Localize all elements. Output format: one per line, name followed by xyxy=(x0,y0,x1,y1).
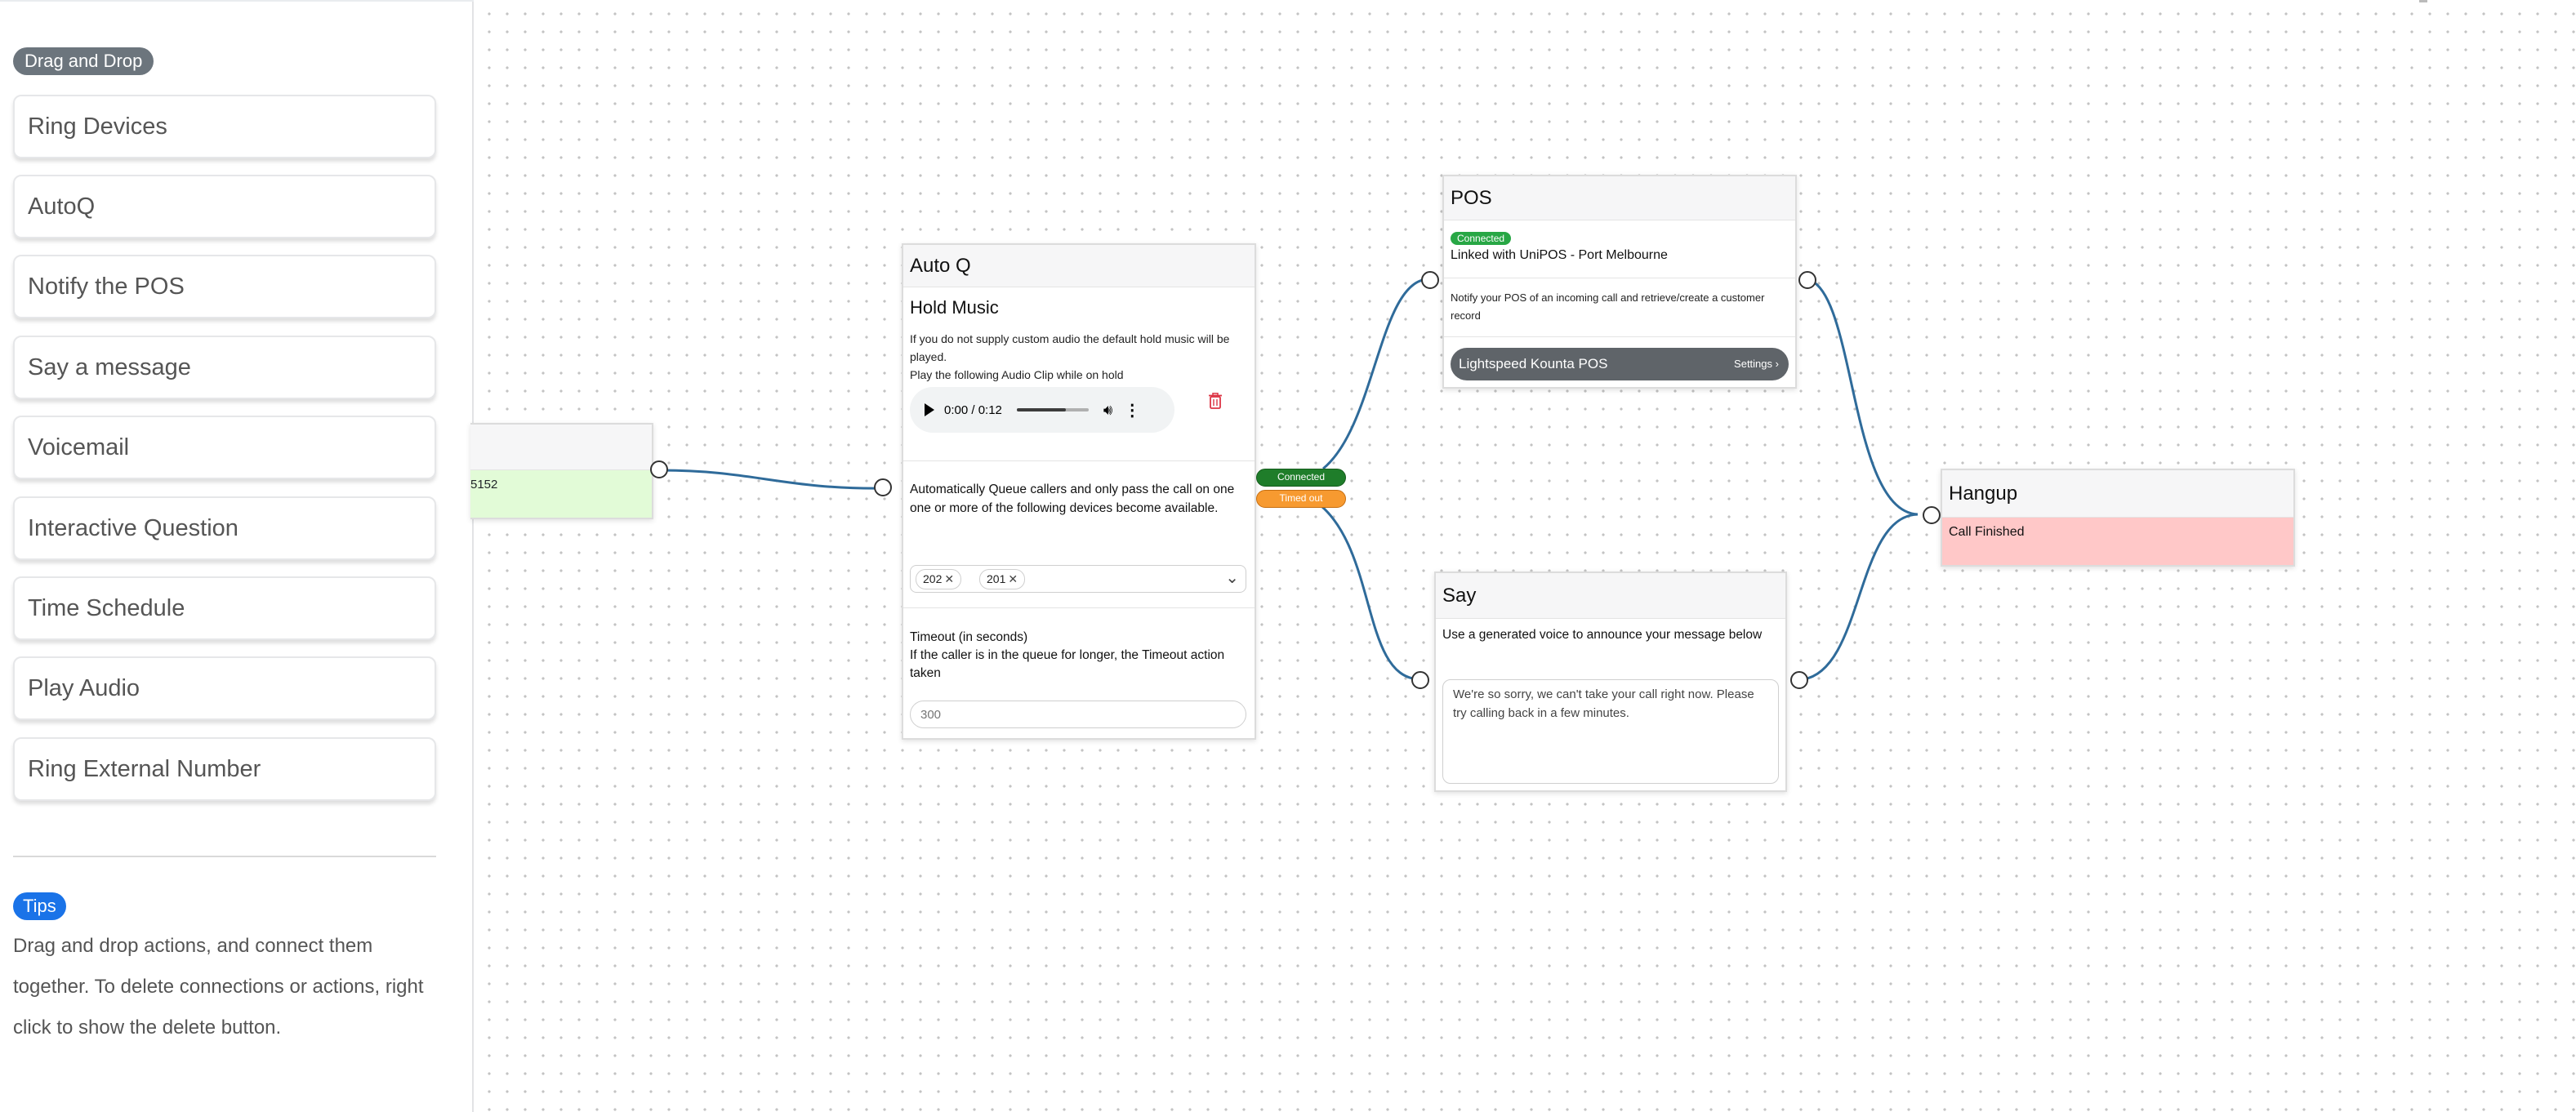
more-vertical-icon[interactable]: ⋮ xyxy=(1124,401,1141,420)
queue-description: Automatically Queue callers and only pas… xyxy=(910,483,1235,515)
wire-timedout-to-say[interactable] xyxy=(1321,505,1420,681)
status-badge: Connected xyxy=(1451,232,1512,245)
section-divider xyxy=(903,607,1255,608)
device-chip[interactable]: 201✕ xyxy=(979,569,1026,589)
action-time-schedule[interactable]: Time Schedule xyxy=(13,576,436,640)
connected-output-badge[interactable]: Connected xyxy=(1256,469,1346,487)
actions-sidebar: Drag and Drop Ring Devices AutoQ Notify … xyxy=(0,0,474,1112)
hangup-node[interactable]: Hangup Call Finished xyxy=(1941,469,2295,567)
hangup-title: Hangup xyxy=(1942,470,2293,518)
action-interactive-question[interactable]: Interactive Question xyxy=(13,496,436,560)
wire-say-to-hangup[interactable] xyxy=(1803,513,1919,681)
close-icon[interactable]: ✕ xyxy=(944,572,955,585)
section-divider xyxy=(903,460,1255,461)
volume-icon[interactable]: 🔊︎ xyxy=(1103,401,1113,418)
trash-icon[interactable] xyxy=(1209,393,1222,414)
autoq-title: Auto Q xyxy=(903,245,1255,287)
chevron-down-icon[interactable]: ⌄ xyxy=(1225,569,1239,587)
timeout-input[interactable] xyxy=(910,701,1246,728)
tips-badge: Tips xyxy=(13,892,66,920)
hold-music-description: If you do not supply custom audio the de… xyxy=(910,330,1237,384)
drag-and-drop-badge: Drag and Drop xyxy=(13,47,154,75)
section-divider xyxy=(1444,336,1795,337)
start-node[interactable]: 5152 xyxy=(470,423,653,519)
say-title: Say xyxy=(1436,573,1785,619)
start-node-number: 5152 xyxy=(470,470,652,518)
hangup-input-port[interactable] xyxy=(1923,506,1941,524)
hangup-status: Call Finished xyxy=(1942,518,2293,565)
action-ring-devices[interactable]: Ring Devices xyxy=(13,95,436,158)
pos-integration-name: Lightspeed Kounta POS xyxy=(1459,356,1608,371)
say-message-textarea[interactable]: We're so sorry, we can't take your call … xyxy=(1442,679,1779,784)
pos-notify-description: Notify your POS of an incoming call and … xyxy=(1451,291,1765,322)
tips-text: Drag and drop actions, and connect them … xyxy=(13,935,424,1039)
action-ring-external-number[interactable]: Ring External Number xyxy=(13,737,436,801)
start-output-port[interactable] xyxy=(650,460,668,478)
timed-out-output-badge[interactable]: Timed out xyxy=(1256,490,1346,508)
device-multiselect[interactable]: 202✕ 201✕ ⌄ xyxy=(910,565,1246,593)
audio-player[interactable]: 0:00 / 0:12 🔊︎ ⋮ xyxy=(910,387,1174,433)
pos-title: POS xyxy=(1444,176,1795,220)
device-chip-label: 202 xyxy=(923,572,943,585)
connection-wires xyxy=(661,278,1919,681)
pos-linked-text: Linked with UniPOS - Port Melbourne xyxy=(1451,248,1668,262)
action-notify-pos[interactable]: Notify the POS xyxy=(13,255,436,318)
action-voicemail[interactable]: Voicemail xyxy=(13,416,436,479)
top-border xyxy=(0,0,474,2)
device-chip-label: 201 xyxy=(987,572,1006,585)
action-say-message[interactable]: Say a message xyxy=(13,336,436,399)
timeout-label: Timeout (in seconds) If the caller is in… xyxy=(910,629,1246,683)
wire-start-to-autoq[interactable] xyxy=(661,469,888,490)
autoq-node[interactable]: Auto Q Hold Music If you do not supply c… xyxy=(902,243,1256,740)
device-chip[interactable]: 202✕ xyxy=(916,569,962,589)
audio-progress-fill xyxy=(1016,408,1066,411)
play-icon[interactable] xyxy=(925,403,934,416)
start-node-header xyxy=(470,425,652,470)
say-input-port[interactable] xyxy=(1411,671,1429,689)
flow-canvas[interactable]: 5152 Auto Q Hold Music If you do not sup… xyxy=(470,0,2576,1112)
wire-connected-to-pos[interactable] xyxy=(1322,278,1432,470)
close-icon[interactable]: ✕ xyxy=(1008,572,1018,585)
action-play-audio[interactable]: Play Audio xyxy=(13,656,436,720)
pos-input-port[interactable] xyxy=(1421,271,1439,289)
play-clip-label: Play the following Audio Clip while on h… xyxy=(910,368,1124,381)
audio-time: 0:00 / 0:12 xyxy=(944,403,1002,417)
pos-output-port[interactable] xyxy=(1798,271,1816,289)
sidebar-divider xyxy=(13,856,436,857)
timeout-title: Timeout (in seconds) xyxy=(910,630,1028,644)
hold-music-default-note: If you do not supply custom audio the de… xyxy=(910,332,1230,363)
settings-label: Settings xyxy=(1734,358,1773,370)
audio-progress-slider[interactable] xyxy=(1016,408,1089,411)
autoq-input-port[interactable] xyxy=(874,478,892,496)
say-node[interactable]: Say Use a generated voice to announce yo… xyxy=(1434,572,1787,792)
pos-node[interactable]: POS Connected Linked with UniPOS - Port … xyxy=(1442,175,1797,389)
wire-pos-to-hangup[interactable] xyxy=(1811,279,1919,516)
say-output-port[interactable] xyxy=(1790,671,1808,689)
action-autoq[interactable]: AutoQ xyxy=(13,175,436,238)
timeout-description: If the caller is in the queue for longer… xyxy=(910,648,1225,680)
pos-integration-bar[interactable]: Lightspeed Kounta POS Settings › xyxy=(1451,348,1789,380)
say-description: Use a generated voice to announce your m… xyxy=(1442,628,1763,642)
chevron-right-icon: › xyxy=(1775,358,1779,370)
pos-settings-button[interactable]: Settings › xyxy=(1734,348,1779,380)
hold-music-title: Hold Music xyxy=(910,297,999,318)
canvas-corner-mark xyxy=(2419,0,2427,2)
